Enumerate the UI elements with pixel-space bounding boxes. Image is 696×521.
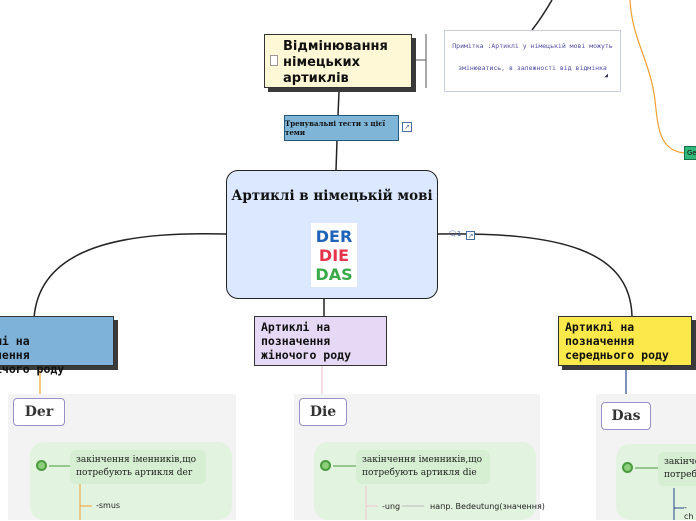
edge-tag[interactable]: Ge	[684, 146, 696, 160]
neuter-branch-label: Артиклі на позначення середнього роду	[565, 320, 669, 362]
die-topic-dot[interactable]	[320, 460, 331, 471]
die-endings-card[interactable]: закінчення іменників,що потребують артик…	[356, 450, 490, 484]
der-endings-card[interactable]: закінчення іменників,що потребують артик…	[70, 450, 206, 484]
masculine-branch[interactable]: лі на чення ічого роду	[0, 316, 114, 376]
der-item-1: -smus	[96, 501, 121, 510]
masculine-branch-label: лі на чення ічого роду	[0, 334, 65, 376]
der-label[interactable]: Der	[13, 398, 65, 426]
das-label[interactable]: Das	[601, 402, 651, 430]
die-label-text: Die	[309, 404, 337, 420]
feminine-branch-label: Артиклі на позначення жіночого роду	[261, 320, 352, 362]
das-topic-dot[interactable]	[622, 462, 633, 473]
note-text: Примітка :Артиклі у німецькій мові можут…	[452, 42, 613, 72]
der-topic-dot[interactable]	[36, 460, 47, 471]
top-connector	[531, 0, 553, 31]
declension-topic-label: Відмінювання німецьких артиклів	[283, 39, 388, 86]
comment-indicator[interactable]: 🗨1	[448, 230, 461, 238]
note-icon	[270, 55, 278, 66]
edge-tag-label: Ge	[687, 149, 696, 157]
logo-der: DER	[315, 227, 353, 246]
die-item-1: -ung	[382, 502, 401, 511]
comment-icon: 🗨	[448, 230, 457, 238]
tests-central-line	[335, 140, 338, 171]
die-item-1-example: напр. Bedeutung(значення)	[430, 502, 545, 511]
note-box[interactable]: Примітка :Артиклі у німецькій мові можут…	[444, 30, 621, 92]
logo-das: DAS	[315, 265, 353, 284]
das-endings-card[interactable]: закінчення іменників,що потребують артик…	[658, 452, 696, 486]
right-branch-line	[437, 233, 633, 317]
die-endings-text: закінчення іменників,що потребують артик…	[362, 455, 483, 478]
das-item-1: -ch	[684, 503, 694, 521]
central-title: Артиклі в німецькій мові	[231, 188, 433, 204]
die-label[interactable]: Die	[299, 398, 347, 426]
tests-topic[interactable]: Тренувальні тести з цієї теми	[284, 115, 399, 141]
left-branch-line	[33, 233, 227, 319]
tests-link-icon[interactable]: ↗	[402, 122, 412, 132]
feminine-branch[interactable]: Артиклі на позначення жіночого роду	[254, 316, 387, 366]
das-endings-text: закінчення іменників,що потребують артик…	[664, 457, 696, 480]
der-die-das-logo: DER DIE DAS	[311, 223, 357, 287]
resize-corner-icon[interactable]: ◢	[604, 72, 608, 79]
declension-topic[interactable]: Відмінювання німецьких артиклів	[264, 34, 412, 88]
declension-tests-line	[337, 91, 340, 116]
der-endings-text: закінчення іменників,що потребують артик…	[76, 455, 197, 478]
central-link-icon[interactable]: ↗	[466, 231, 475, 240]
orange-connector	[629, 0, 685, 154]
neuter-branch[interactable]: Артиклі на позначення середнього роду	[558, 316, 692, 366]
der-label-text: Der	[24, 404, 54, 420]
comment-count: 1	[456, 230, 462, 238]
logo-die: DIE	[318, 246, 350, 265]
tests-topic-label: Тренувальні тести з цієї теми	[285, 119, 386, 137]
das-label-text: Das	[611, 408, 641, 424]
central-topic[interactable]: Артиклі в німецькій мові DER DIE DAS	[226, 170, 438, 299]
